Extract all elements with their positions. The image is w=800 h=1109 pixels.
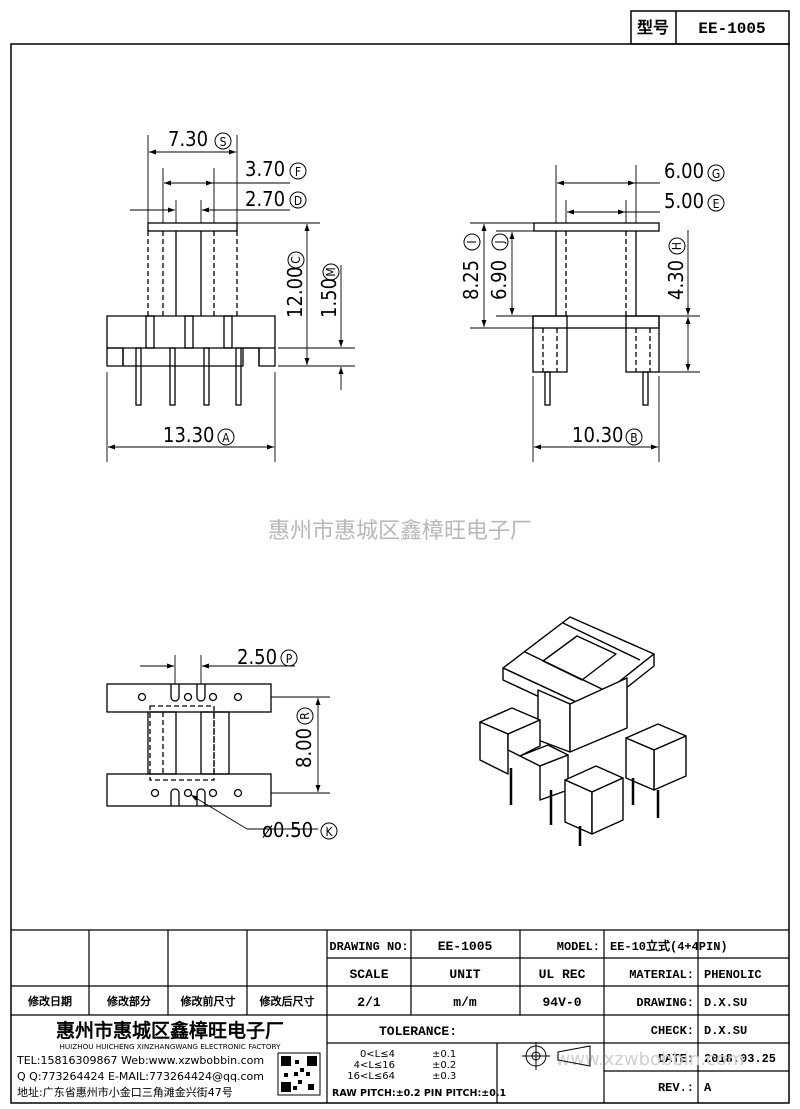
dim-c-value: 12.00: [283, 267, 307, 319]
dim-r-value: 8.00: [292, 728, 316, 768]
dim-i-tag: I: [465, 240, 479, 243]
dim-i-value: 8.25: [459, 260, 483, 300]
check-value: D.X.SU: [704, 1024, 747, 1038]
date-label: DATE:: [658, 1052, 694, 1066]
rev-header-before: 修改前尺寸: [180, 994, 236, 1008]
dim-s-value: 7.30: [168, 127, 208, 151]
material-value: PHENOLIC: [704, 968, 762, 982]
dim-b-tag: B: [630, 431, 637, 445]
tol-range-2: 16<L≤64: [347, 1071, 395, 1082]
company-qq: Q Q:773264424 E-MAIL:773264424@qq.com: [17, 1070, 264, 1083]
drawing-no-label: DRAWING NO:: [329, 940, 408, 954]
date-value: 2018.03.25: [704, 1052, 776, 1066]
header-model-label: 型号: [637, 18, 669, 37]
projection-symbol-icon: [522, 1042, 591, 1070]
company-name-en: HUIZHOU HUICHENG XINZHANGWANG ELECTRONIC…: [60, 1042, 282, 1051]
tol-range-0: 0<L≤4: [360, 1049, 395, 1060]
dim-b-value: 10.30: [572, 423, 624, 447]
model-value: EE-10立式(4+4PIN): [610, 938, 728, 954]
side-view-labels: 6.00 G 5.00 E 8.25 I 6.90 J 4.30 H 10.30…: [459, 159, 725, 447]
company-name-cn: 惠州市惠城区鑫樟旺电子厂: [56, 1019, 284, 1042]
dim-h-tag: H: [670, 242, 684, 250]
dim-d-tag: D: [294, 194, 302, 208]
rev-value: A: [704, 1081, 712, 1095]
material-label: MATERIAL:: [629, 968, 694, 982]
pitch-note: RAW PITCH:±0.2 PIN PITCH:±0.1: [332, 1088, 506, 1099]
rev-header-after: 修改后尺寸: [259, 994, 315, 1008]
front-view-labels: 7.30 S 3.70 F 2.70 D 12.00 C 1.50 M 13.3…: [163, 127, 341, 447]
side-view-dims: [470, 165, 700, 462]
site-watermark: www.xzwbobbin.com: [556, 1049, 745, 1070]
rev-label: REV.:: [658, 1081, 694, 1095]
dim-e-value: 5.00: [664, 189, 704, 213]
dim-k-tag: K: [325, 825, 333, 839]
watermark-text: 惠州市惠城区鑫樟旺电子厂: [268, 519, 532, 544]
title-block-text: 修改日期 修改部分 修改前尺寸 修改后尺寸 DRAWING NO: EE-100…: [16, 938, 776, 1099]
dim-d-value: 2.70: [245, 187, 285, 211]
tol-range-1: 4<L≤16: [354, 1060, 395, 1071]
check-label: CHECK:: [651, 1024, 694, 1038]
dim-g-tag: G: [712, 167, 720, 181]
dim-g-value: 6.00: [664, 159, 704, 183]
dim-p-value: 2.50: [237, 645, 277, 669]
dim-m-value: 1.50: [317, 278, 341, 318]
bottom-view-dims: [140, 655, 330, 830]
company-tel: TEL:15816309867 Web:www.xzwbobbin.com: [16, 1054, 264, 1067]
company-address: 地址:广东省惠州市小金口三角滩金兴街47号: [17, 1085, 233, 1099]
drawing-value: D.X.SU: [704, 996, 747, 1010]
dim-k-value: ø0.50: [262, 818, 313, 842]
side-view: [532, 222, 660, 406]
rev-header-date: 修改日期: [27, 994, 72, 1008]
scale-label: SCALE: [349, 967, 388, 982]
scale-value: 2/1: [357, 995, 381, 1010]
dim-j-tag: J: [493, 240, 507, 244]
sheet-border: [10, 43, 790, 1104]
ul-value: 94V-0: [542, 995, 581, 1010]
drawing-no-value: EE-1005: [438, 939, 493, 954]
dim-r-tag: R: [298, 712, 312, 720]
rev-header-part: 修改部分: [106, 994, 151, 1008]
front-view-dims: [106, 135, 355, 462]
dim-h-value: 4.30: [664, 260, 688, 300]
tol-value-2: ±0.3: [432, 1071, 456, 1082]
dim-f-tag: F: [295, 165, 301, 179]
bottom-view: [106, 683, 272, 807]
drawing-label: DRAWING:: [636, 996, 694, 1010]
unit-value: m/m: [453, 995, 477, 1010]
dim-e-tag: E: [713, 197, 720, 211]
dim-f-value: 3.70: [245, 157, 285, 181]
ul-label: UL REC: [539, 967, 586, 982]
dim-m-tag: M: [324, 267, 338, 276]
dim-a-value: 13.30: [163, 423, 215, 447]
header-model-box: 型号 EE-1005: [630, 10, 790, 45]
dim-a-tag: A: [222, 431, 230, 445]
unit-label: UNIT: [449, 967, 480, 982]
tol-value-0: ±0.1: [432, 1049, 456, 1060]
model-label: MODEL:: [557, 940, 600, 954]
header-model-value: EE-1005: [698, 20, 765, 38]
qr-code: [277, 1052, 321, 1096]
bottom-view-labels: 2.50 P 8.00 R ø0.50 K: [237, 645, 338, 842]
dim-c-tag: C: [289, 256, 303, 264]
dim-p-tag: P: [286, 652, 293, 666]
tolerance-label: TOLERANCE:: [379, 1024, 457, 1039]
dim-s-tag: S: [220, 135, 227, 149]
title-block: [11, 929, 789, 1103]
dim-j-value: 6.90: [487, 260, 511, 300]
tol-value-1: ±0.2: [432, 1060, 456, 1071]
front-view: [106, 222, 276, 406]
isometric-view: [479, 616, 687, 846]
